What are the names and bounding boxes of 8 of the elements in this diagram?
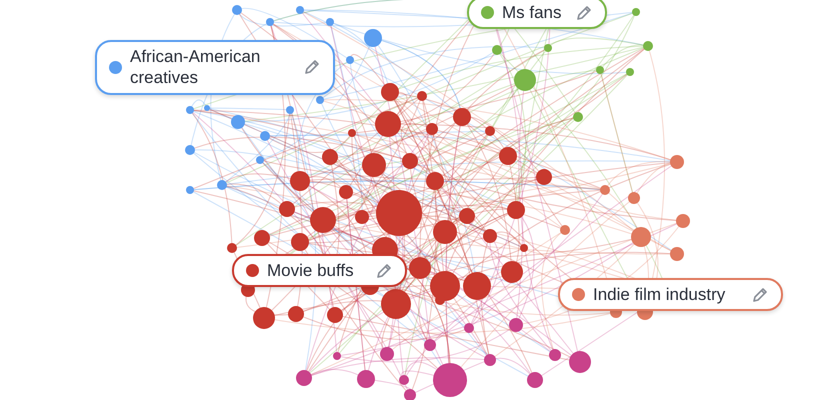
group-name: African-American creatives (130, 46, 262, 88)
group-name: Indie film industry (593, 284, 726, 306)
group-name: Ms fans (502, 2, 563, 24)
group-label (467, 0, 607, 30)
group-label (95, 40, 335, 94)
group-label (232, 254, 407, 288)
group-label (558, 278, 783, 312)
group-name: Movie buffs (267, 260, 355, 282)
